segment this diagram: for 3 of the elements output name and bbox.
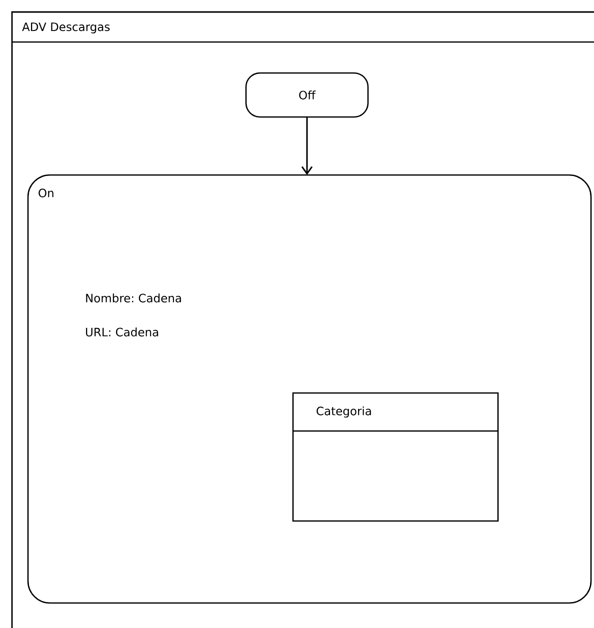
state-box: Off: [245, 72, 369, 118]
arrow: [301, 117, 313, 175]
class-box: Categoria: [292, 392, 499, 522]
